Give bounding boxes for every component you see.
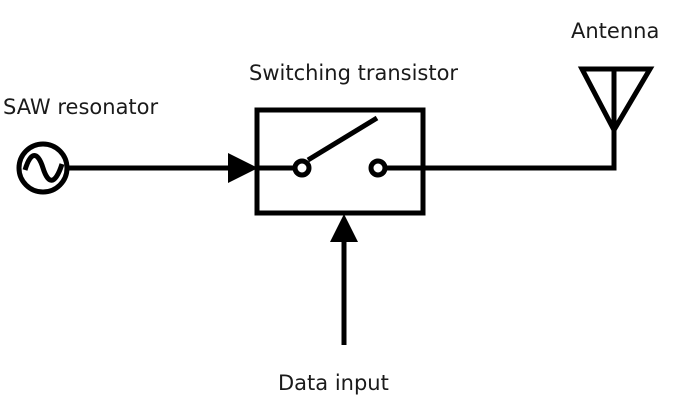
label-switching-transistor: Switching transistor <box>249 61 458 85</box>
label-antenna: Antenna <box>571 19 659 43</box>
switch-blade <box>306 115 379 163</box>
label-saw-resonator: SAW resonator <box>3 95 159 119</box>
antenna-icon <box>577 66 655 136</box>
wire-switch-to-antenna <box>423 128 617 171</box>
switching-transistor-box <box>254 107 426 216</box>
sine-source-icon <box>16 141 70 195</box>
arrow-up-icon <box>330 214 358 242</box>
arrow-right-icon <box>228 153 258 183</box>
label-data-input: Data input <box>278 371 389 395</box>
